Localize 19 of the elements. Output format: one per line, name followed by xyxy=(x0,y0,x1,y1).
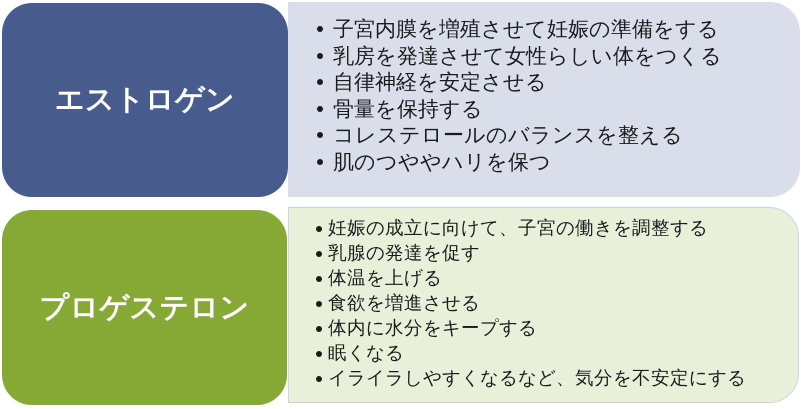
hormone-name: プロゲステロン xyxy=(40,288,250,326)
effect-item: 骨量を保持する xyxy=(333,96,483,122)
effect-item: 体内に水分をキープする xyxy=(328,317,537,341)
effect-item: イライラしやすくなるなど、気分を不安定にする xyxy=(328,367,746,391)
effect-item: 乳腺の発達を促す xyxy=(328,242,480,266)
effect-item: 眠くなる xyxy=(328,342,404,366)
effect-item: コレステロールのバランスを整える xyxy=(333,122,683,148)
hormone-name-box xyxy=(2,210,287,405)
effect-item: 食欲を増進させる xyxy=(328,292,480,316)
effect-item: 肌のつややハリを保つ xyxy=(333,148,551,175)
effects-panel xyxy=(288,207,799,403)
effects-panel xyxy=(288,2,800,197)
effect-item: 妊娠の成立に向けて、子宮の働きを調整する xyxy=(328,217,708,241)
effect-item: 自律神経を安定させる xyxy=(333,69,547,96)
effect-item: 体温を上げる xyxy=(328,267,442,291)
hormone-name: エストロゲン xyxy=(55,81,235,118)
hormone-name-box xyxy=(2,3,288,197)
effect-item: 子宮内膜を増殖させて妊娠の準備をする xyxy=(333,16,719,42)
effect-item: 乳房を発達させて女性らしい体をつくる xyxy=(333,42,722,69)
